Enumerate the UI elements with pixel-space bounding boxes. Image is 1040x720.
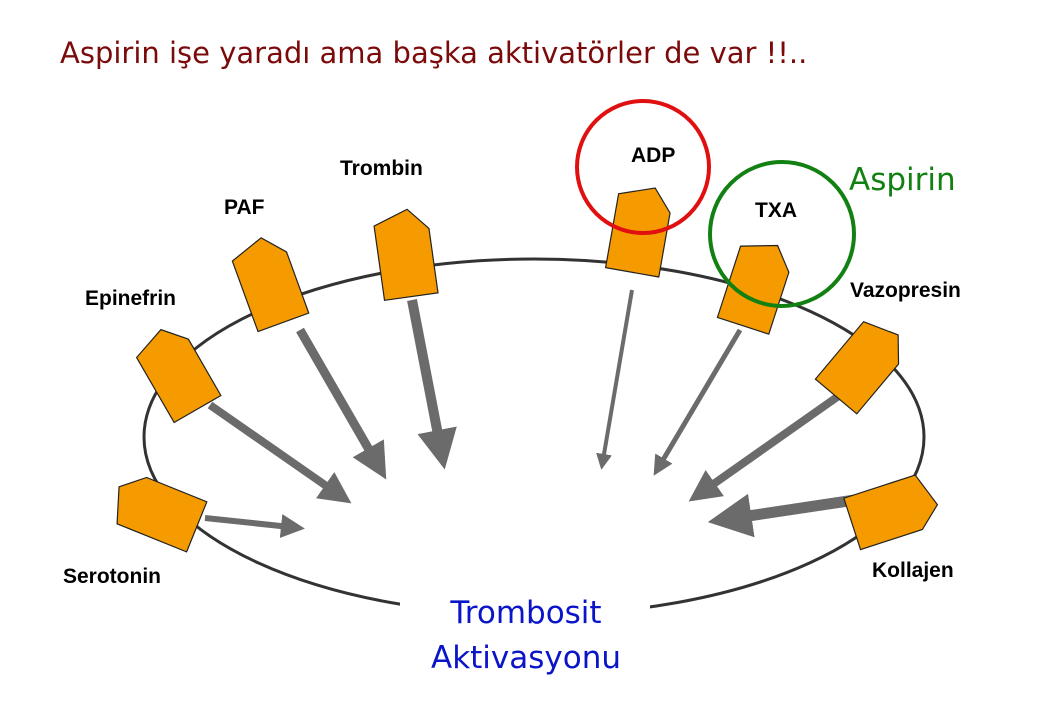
arrow-kollajen (707, 493, 856, 538)
receptor-serotonin (116, 476, 208, 553)
center-label-line1: Trombosit (449, 595, 601, 631)
label-txa: TXA (755, 199, 797, 222)
arrows (204, 289, 856, 538)
arrow-paf (296, 327, 387, 480)
receptor-kollajen (843, 474, 939, 551)
receptor-vazopresin (814, 320, 900, 415)
arrow-epinefrin (207, 401, 352, 504)
label-vazopresin: Vazopresin (850, 279, 961, 302)
arrow-adp (596, 289, 634, 470)
label-adp: ADP (631, 144, 675, 167)
aspirin-label: Aspirin (849, 162, 956, 198)
receptors (116, 187, 939, 553)
label-serotonin: Serotonin (63, 565, 161, 588)
receptor-trombin (373, 208, 439, 301)
center-label-line2: Aktivasyonu (431, 640, 621, 676)
arrow-trombin (407, 299, 457, 470)
receptor-paf (231, 237, 310, 333)
arrow-vazopresin (688, 391, 843, 502)
label-epinefrin: Epinefrin (85, 287, 176, 310)
receptor-txa (716, 244, 790, 335)
arrow-serotonin (204, 514, 305, 538)
aspirin-target-circle (708, 160, 856, 308)
arrow-txa (653, 328, 743, 476)
label-kollajen: Kollajen (872, 559, 954, 582)
adp-highlight-circle (575, 99, 711, 235)
label-paf: PAF (224, 196, 265, 219)
receptor-epinefrin (135, 328, 222, 424)
title: Aspirin işe yaradı ama başka aktivatörle… (60, 36, 807, 70)
label-trombin: Trombin (340, 157, 423, 180)
